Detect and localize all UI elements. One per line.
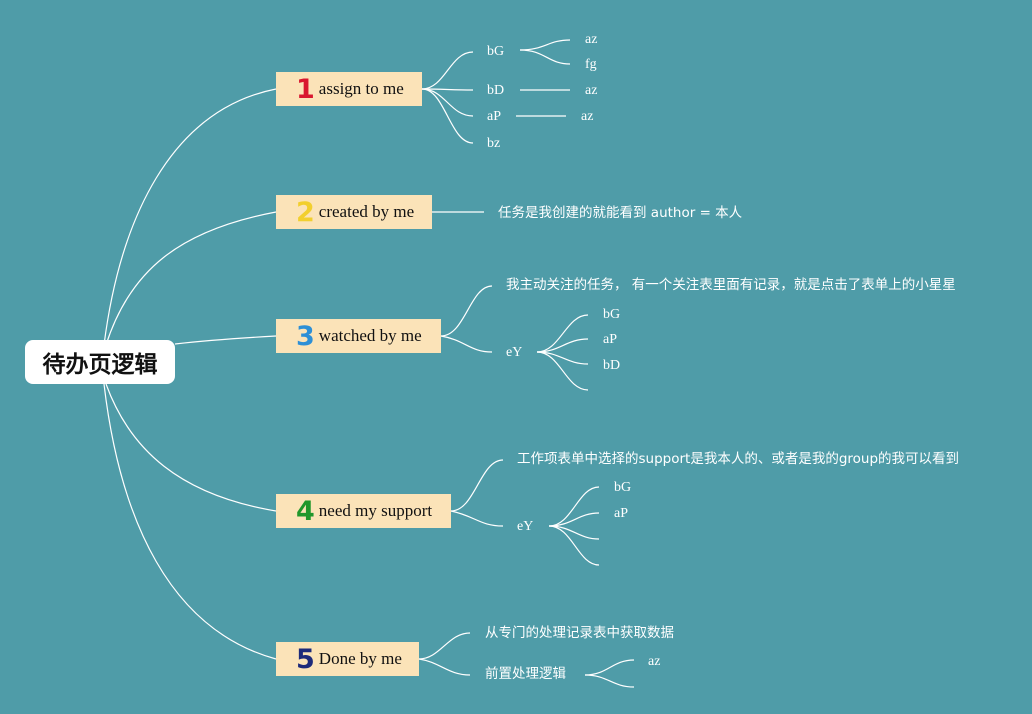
branch-created-by-me[interactable]: 2 created by me — [276, 195, 432, 229]
created-note[interactable]: 任务是我创建的就能看到 author = 本人 — [498, 205, 743, 221]
watched-node[interactable]: eY — [506, 345, 523, 360]
assign-child-3[interactable]: aP — [487, 109, 501, 124]
watched-item[interactable]: aP — [603, 332, 617, 347]
assign-child-2-a[interactable]: az — [585, 83, 598, 98]
branch-assign-to-me[interactable]: 1 assign to me — [276, 72, 422, 106]
number-4-icon: 4 — [296, 495, 315, 527]
support-node[interactable]: eY — [517, 519, 534, 534]
support-item[interactable]: bG — [614, 480, 632, 495]
branch-need-my-support[interactable]: 4 need my support — [276, 494, 451, 528]
branch-label: Done by me — [318, 649, 402, 668]
support-item[interactable]: aP — [614, 506, 628, 521]
assign-child-1[interactable]: bG — [487, 44, 505, 59]
number-2-icon: 2 — [296, 196, 315, 228]
done-pre-node[interactable]: 前置处理逻辑 — [485, 666, 566, 682]
assign-child-2[interactable]: bD — [487, 83, 505, 98]
branch-done-by-me[interactable]: 5 Done by me — [276, 642, 419, 676]
branch-label: assign to me — [318, 79, 404, 98]
watched-note[interactable]: 我主动关注的任务， 有一个关注表里面有记录，就是点击了表单上的小星星 — [506, 277, 956, 293]
branch-label: watched by me — [318, 326, 422, 345]
assign-child-4[interactable]: bz — [487, 136, 501, 151]
branch-watched-by-me[interactable]: 3 watched by me — [276, 319, 441, 353]
number-1-icon: 1 — [296, 73, 315, 105]
branch-label: need my support — [318, 501, 433, 520]
root-node[interactable]: 待办页逻辑 — [25, 340, 175, 384]
support-note[interactable]: 工作项表单中选择的support是我本人的、或者是我的group的我可以看到 — [517, 451, 960, 467]
assign-child-3-a[interactable]: az — [581, 109, 594, 124]
assign-child-1-a[interactable]: az — [585, 32, 598, 47]
watched-item[interactable]: bG — [603, 307, 621, 322]
number-5-icon: 5 — [296, 643, 315, 675]
number-3-icon: 3 — [296, 320, 315, 352]
branch-label: created by me — [318, 202, 415, 221]
done-note[interactable]: 从专门的处理记录表中获取数据 — [485, 625, 674, 641]
done-pre-child[interactable]: az — [648, 654, 661, 669]
watched-item[interactable]: bD — [603, 358, 621, 373]
assign-child-1-b[interactable]: fg — [585, 57, 597, 72]
